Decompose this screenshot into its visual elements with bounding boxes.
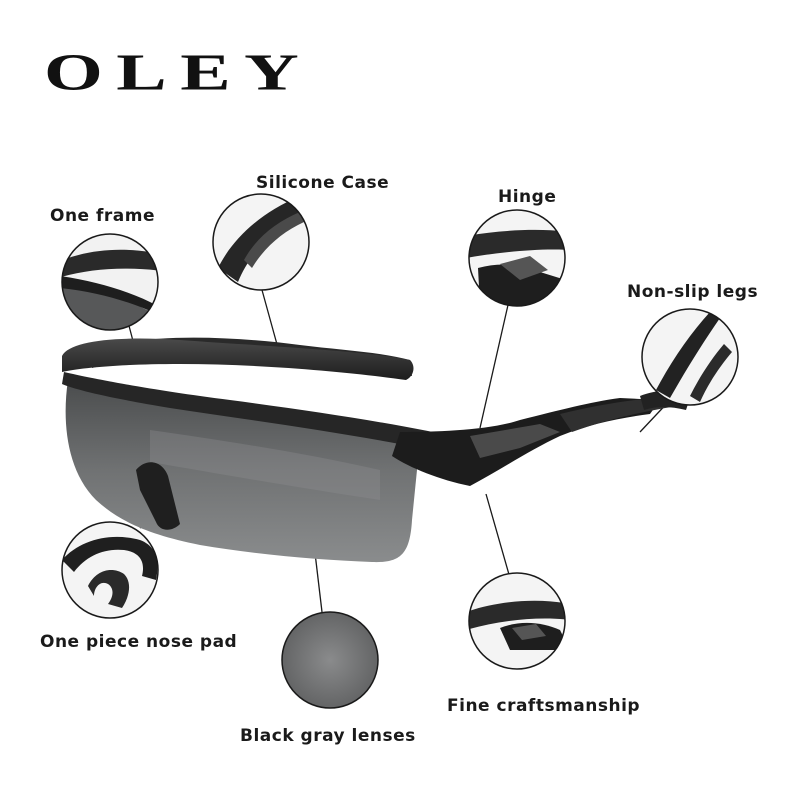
detail-circle-hinge <box>468 209 566 307</box>
detail-circle-silicone-case <box>212 193 310 291</box>
callout-craftsmanship: Fine craftsmanship <box>447 696 641 716</box>
detail-circle-non-slip-legs <box>641 308 739 406</box>
callout-lenses: Black gray lenses <box>240 726 416 746</box>
detail-circle-one-frame <box>61 233 159 331</box>
callout-nose-pad: One piece nose pad <box>40 632 238 652</box>
brand-logo: OLEY <box>44 44 313 102</box>
detail-circle-nose-pad <box>61 521 159 619</box>
callout-silicone-case: Silicone Case <box>256 173 390 193</box>
detail-circle-craftsmanship <box>468 572 566 670</box>
callout-non-slip-legs: Non-slip legs <box>627 282 759 302</box>
sunglasses-main <box>62 337 690 563</box>
callout-hinge: Hinge <box>498 187 557 207</box>
callout-one-frame: One frame <box>50 206 155 226</box>
detail-circle-lenses <box>281 611 379 709</box>
